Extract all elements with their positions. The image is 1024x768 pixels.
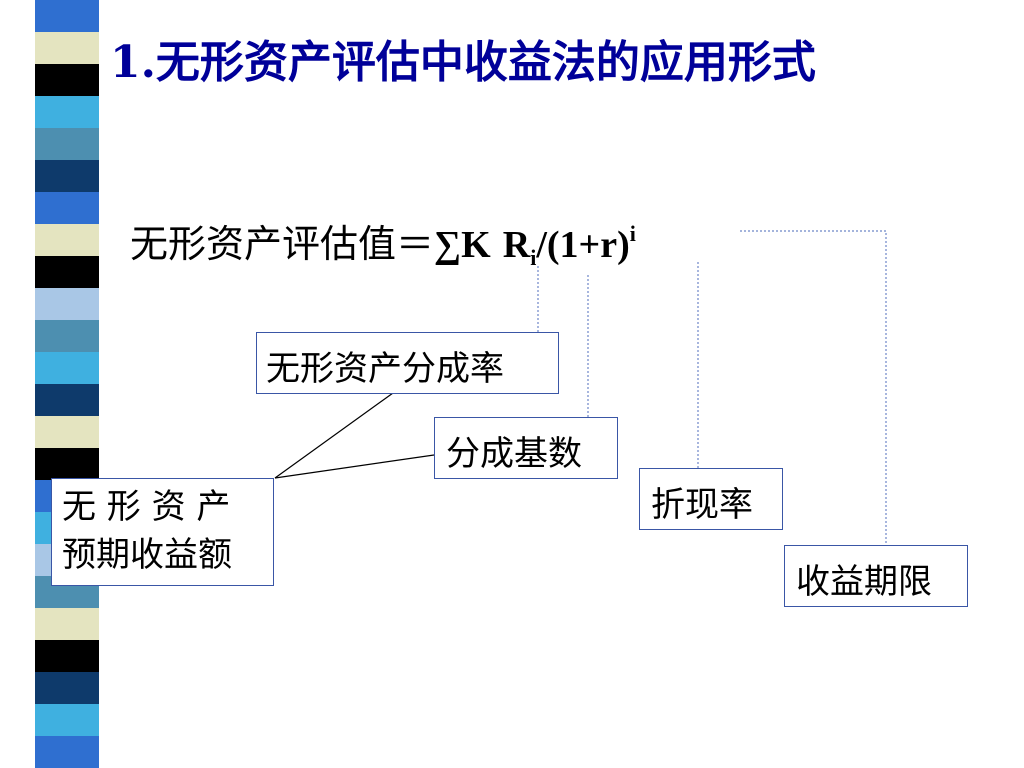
formula-k: K <box>461 224 491 266</box>
discount-rate-label: 折现率 <box>651 485 753 525</box>
stripe-segment <box>35 288 99 320</box>
formula-r: R <box>502 224 531 266</box>
stripe-segment <box>35 352 99 384</box>
connector-income-share <box>274 392 394 479</box>
share-rate-box: 无形资产分成率 <box>256 332 559 394</box>
stripe-segment <box>35 416 99 448</box>
stripe-segment <box>35 32 99 64</box>
expected-income-line2: 预期收益额 <box>62 535 232 575</box>
stripe-segment <box>35 0 99 32</box>
connector-income-base <box>274 454 435 479</box>
expected-income-box: 无 形 资 产 预期收益额 <box>51 478 274 586</box>
stripe-segment <box>35 96 99 128</box>
stripe-segment <box>35 320 99 352</box>
stripe-segment <box>35 736 99 768</box>
stripe-segment <box>35 640 99 672</box>
share-base-label: 分成基数 <box>446 434 582 474</box>
formula-label: 无形资产评估值＝ <box>130 222 435 266</box>
stripe-segment <box>35 224 99 256</box>
stripe-segment <box>35 128 99 160</box>
income-period-label: 收益期限 <box>796 562 932 602</box>
stripe-segment <box>35 192 99 224</box>
slide-title: 1.无形资产评估中收益法的应用形式 <box>110 37 816 88</box>
income-period-box: 收益期限 <box>784 545 968 607</box>
formula-r-subscript: i <box>530 245 537 270</box>
stripe-segment <box>35 160 99 192</box>
stripe-segment <box>35 704 99 736</box>
stripe-segment <box>35 64 99 96</box>
sigma-symbol: ∑ <box>434 224 462 266</box>
stripe-segment <box>35 672 99 704</box>
valuation-formula: 无形资产评估值＝∑K Ri/(1+r)i <box>130 210 636 282</box>
share-base-box: 分成基数 <box>434 417 618 479</box>
discount-rate-box: 折现率 <box>639 468 783 530</box>
decorative-stripe-bar <box>35 0 99 768</box>
expected-income-line1: 无 形 资 产 <box>62 487 231 527</box>
stripe-segment <box>35 608 99 640</box>
share-rate-label: 无形资产分成率 <box>266 349 504 389</box>
formula-discount: /(1+r) <box>536 224 630 266</box>
stripe-segment <box>35 448 99 480</box>
stripe-segment <box>35 256 99 288</box>
stripe-segment <box>35 384 99 416</box>
formula-exponent: i <box>629 221 636 246</box>
